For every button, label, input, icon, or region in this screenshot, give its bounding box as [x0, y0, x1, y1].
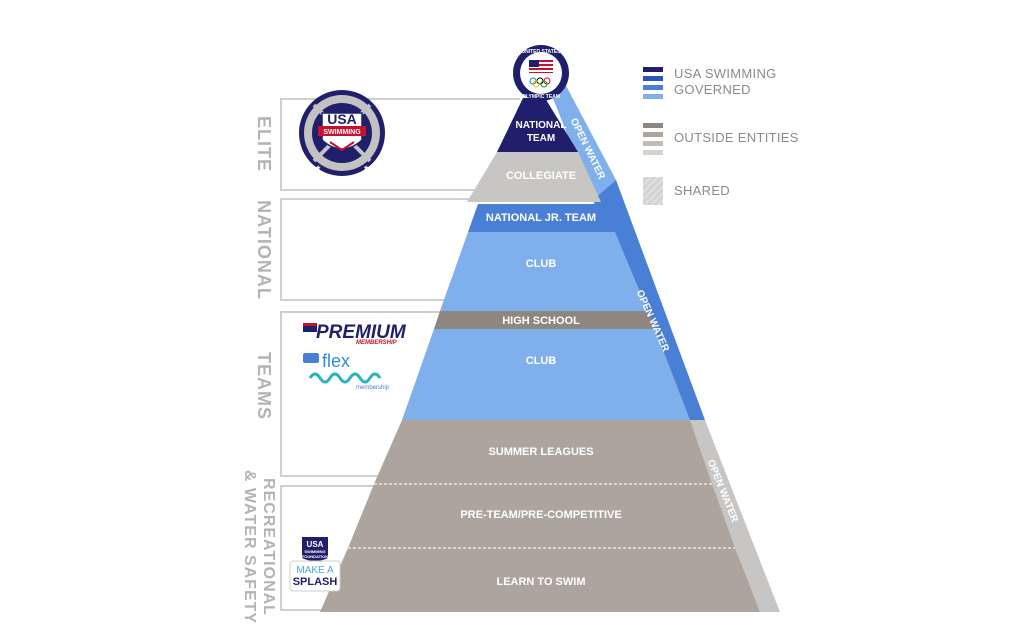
- legend-governed-label: USA SWIMMING GOVERNED: [674, 66, 777, 98]
- tier-label-high-school: HIGH SCHOOL: [502, 315, 580, 327]
- tier-label-summer-leagues: SUMMER LEAGUES: [488, 446, 593, 458]
- tier-label-pre-team: PRE-TEAM/PRE-COMPETITIVE: [460, 509, 621, 521]
- tier-learn-to-swim: [320, 548, 760, 612]
- open-water-strip-bottom: [682, 420, 780, 612]
- category-label-recreational-line1: RECREATIONAL: [260, 478, 277, 616]
- olympic-logo-top-text: UNITED STATES: [522, 49, 562, 55]
- legend-governed-line2: GOVERNED: [674, 82, 751, 97]
- tier-club-lower: [402, 329, 690, 420]
- tier-label-national-jr-team: NATIONAL JR. TEAM: [486, 212, 596, 224]
- legend-shared-swatch: [643, 177, 663, 205]
- category-box-elite: [280, 98, 520, 191]
- olympic-logo-bottom-text: OLYMPIC TEAM: [522, 94, 560, 100]
- olympic-team-logo: UNITED STATES OLYMPIC TEAM: [513, 45, 569, 101]
- legend-outside-label: OUTSIDE ENTITIES: [674, 130, 799, 145]
- legend-governed-line1: USA SWIMMING: [674, 66, 777, 81]
- legend-outside-swatch: [643, 123, 663, 155]
- tier-label-club-upper: CLUB: [526, 258, 557, 270]
- category-label-teams: TEAMS: [254, 352, 274, 420]
- category-box-recreational: [280, 485, 380, 611]
- open-water-strip-top-shared: [593, 180, 616, 205]
- open-water-label-1: OPEN WATER: [568, 117, 607, 182]
- open-water-strip-top: [545, 78, 616, 200]
- legend-shared-label: SHARED: [674, 183, 730, 198]
- open-water-label-3: OPEN WATER: [705, 458, 740, 524]
- tier-label-learn-to-swim: LEARN TO SWIM: [496, 576, 585, 588]
- category-label-recreational: RECREATIONAL & WATER SAFETY: [238, 467, 278, 627]
- category-label-recreational-line2: & WATER SAFETY: [241, 469, 258, 625]
- open-water-label-2: OPEN WATER: [634, 288, 671, 354]
- legend-governed-swatch: [643, 67, 663, 99]
- open-water-strip-mid: [593, 180, 705, 420]
- tier-pre-team: [348, 484, 735, 548]
- tier-national-jr-team: [468, 204, 615, 232]
- category-label-elite: ELITE: [254, 115, 274, 172]
- category-label-national: NATIONAL: [254, 200, 274, 300]
- category-box-national: [280, 198, 476, 301]
- tier-label-club-lower: CLUB: [526, 355, 557, 367]
- tier-high-school: [434, 311, 655, 329]
- tier-label-national-team-line1: NATIONAL: [516, 120, 567, 131]
- tier-label-national-team-line2: TEAM: [527, 133, 555, 144]
- category-box-teams: [280, 311, 445, 477]
